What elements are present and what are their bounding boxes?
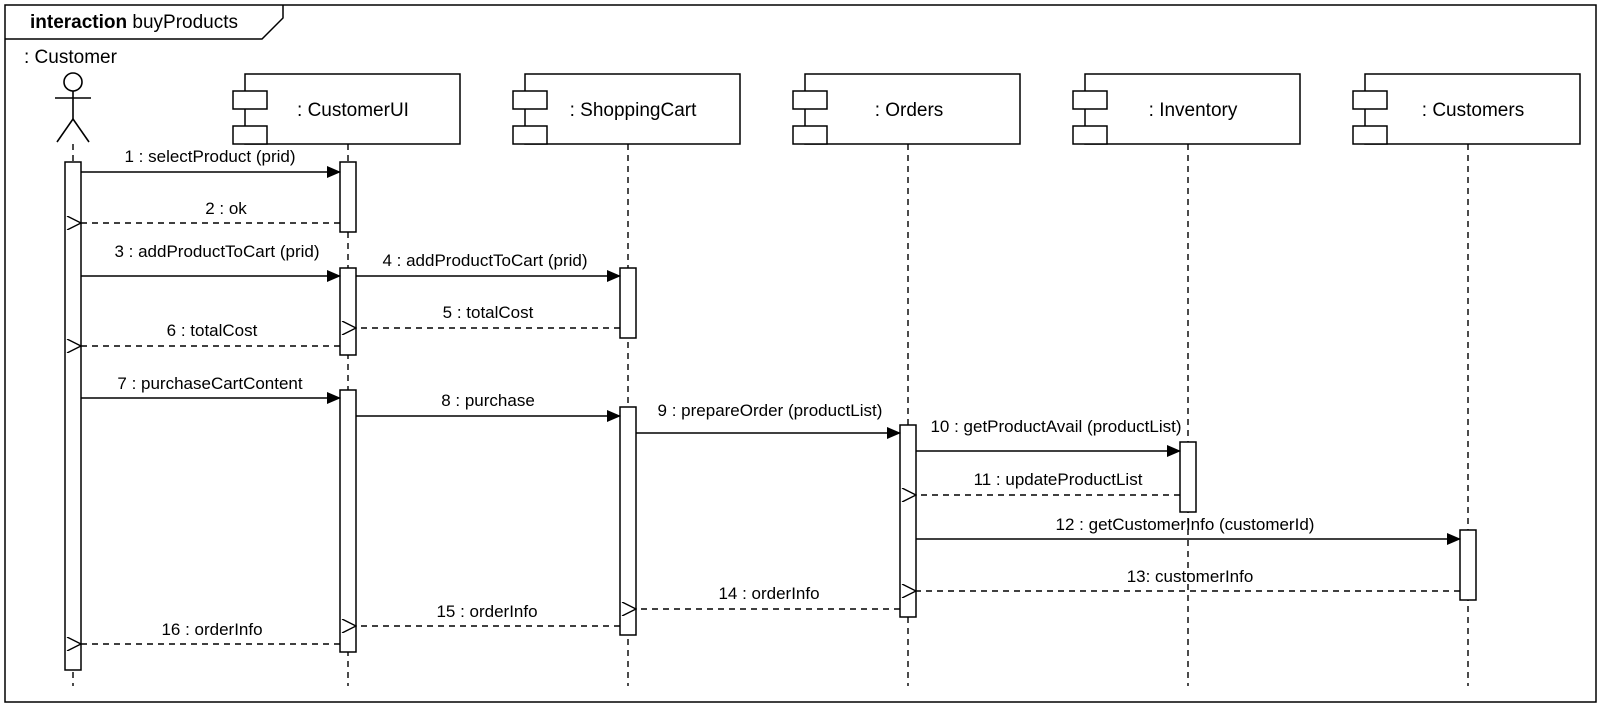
message-1: 1 : selectProduct (prid) — [81, 147, 341, 178]
message-label: 13: customerInfo — [1127, 567, 1254, 586]
frame-keyword: interaction — [30, 12, 132, 33]
message-label: 10 : getProductAvail (productList) — [930, 417, 1181, 436]
message-6: 6 : totalCost — [81, 321, 340, 346]
message-4: 4 : addProductToCart (prid) — [356, 251, 621, 282]
message-2: 2 : ok — [81, 199, 340, 223]
component-box — [524, 73, 741, 145]
activation-customers — [1459, 529, 1477, 601]
activation-customer-ui-1 — [339, 161, 357, 233]
message-label: 15 : orderInfo — [436, 602, 537, 621]
component-icon — [792, 90, 828, 145]
component-customers: : Customers — [1352, 73, 1581, 145]
message-13: 13: customerInfo — [916, 567, 1460, 591]
component-shopping-cart: : ShoppingCart — [512, 73, 741, 145]
message-16: 16 : orderInfo — [81, 620, 340, 644]
activation-customer — [64, 161, 82, 671]
messages: 1 : selectProduct (prid) 2 : ok 3 : addP… — [81, 147, 1461, 644]
message-label: 4 : addProductToCart (prid) — [382, 251, 587, 270]
actor-label: : Customer — [24, 47, 118, 68]
component-label: : Orders — [875, 100, 944, 121]
frame-name-tab — [5, 5, 284, 40]
activation-inventory — [1179, 441, 1197, 513]
stick-figure-icon — [55, 72, 91, 143]
component-label: : ShoppingCart — [570, 100, 697, 121]
frame-title: interaction buyProducts — [30, 12, 238, 33]
activations — [64, 161, 1477, 671]
component-icon — [232, 90, 268, 145]
message-9: 9 : prepareOrder (productList) — [636, 401, 901, 439]
message-10: 10 : getProductAvail (productList) — [916, 417, 1182, 457]
message-7: 7 : purchaseCartContent — [81, 374, 341, 404]
frame-border — [4, 4, 1597, 703]
message-label: 3 : addProductToCart (prid) — [114, 242, 319, 261]
activation-shopping-cart-2 — [619, 406, 637, 636]
message-12: 12 : getCustomerInfo (customerId) — [916, 515, 1461, 545]
component-icon — [1352, 90, 1388, 145]
activation-customer-ui-3 — [339, 389, 357, 653]
component-icon — [512, 90, 548, 145]
message-8: 8 : purchase — [356, 391, 621, 422]
message-label: 8 : purchase — [441, 391, 535, 410]
interaction-frame: interaction buyProducts — [4, 4, 1597, 703]
message-label: 16 : orderInfo — [161, 620, 262, 639]
message-label: 11 : updateProductList — [974, 470, 1143, 489]
component-box — [804, 73, 1021, 145]
component-box — [1364, 73, 1581, 145]
message-11: 11 : updateProductList — [916, 470, 1180, 495]
message-label: 5 : totalCost — [443, 303, 534, 322]
component-label: : Inventory — [1149, 100, 1238, 121]
message-label: 9 : prepareOrder (productList) — [658, 401, 883, 420]
component-label: : CustomerUI — [297, 100, 409, 121]
message-5: 5 : totalCost — [356, 303, 620, 328]
message-label: 6 : totalCost — [167, 321, 258, 340]
component-label: : Customers — [1422, 100, 1524, 121]
component-orders: : Orders — [792, 73, 1021, 145]
activation-customer-ui-2 — [339, 267, 357, 356]
activation-orders — [899, 424, 917, 618]
component-box — [1084, 73, 1301, 145]
message-label: 2 : ok — [205, 199, 247, 218]
message-14: 14 : orderInfo — [636, 584, 900, 609]
message-label: 1 : selectProduct (prid) — [124, 147, 295, 166]
message-label: 12 : getCustomerInfo (customerId) — [1056, 515, 1315, 534]
frame-name: buyProducts — [132, 12, 238, 33]
message-label: 14 : orderInfo — [718, 584, 819, 603]
message-3: 3 : addProductToCart (prid) — [81, 242, 341, 282]
component-customer-ui: : CustomerUI — [232, 73, 461, 145]
component-box — [244, 73, 461, 145]
activation-shopping-cart-1 — [619, 267, 637, 339]
component-inventory: : Inventory — [1072, 73, 1301, 145]
message-label: 7 : purchaseCartContent — [117, 374, 302, 393]
component-icon — [1072, 90, 1108, 145]
actor-customer: : Customer — [24, 47, 118, 143]
message-15: 15 : orderInfo — [356, 602, 620, 626]
